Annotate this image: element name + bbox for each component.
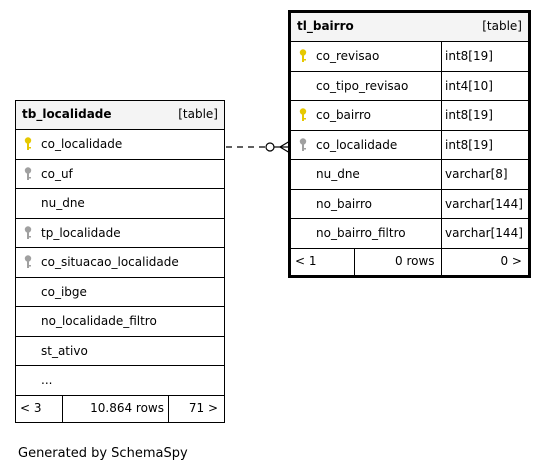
column-name: ...: [41, 373, 53, 387]
table-type-label: [table]: [178, 107, 218, 121]
column-type: int8[19]: [445, 108, 493, 122]
column-row[interactable]: nu_dne: [16, 189, 224, 219]
table-footer: < 3 10.864 rows 71 >: [16, 395, 224, 422]
column-row[interactable]: st_ativo: [16, 337, 224, 366]
column-row[interactable]: co_situacao_localidade: [16, 248, 224, 278]
generated-by-label: Generated by SchemaSpy: [18, 446, 188, 461]
optional-cardinality-circle: [265, 142, 275, 152]
column-row[interactable]: tp_localidade: [16, 219, 224, 248]
table-header: tb_localidade [table]: [16, 101, 224, 130]
column-name: co_ibge: [41, 284, 87, 299]
column-name: co_bairro: [316, 108, 371, 122]
column-row[interactable]: co_localidade: [16, 130, 224, 160]
table-header: tl_bairro [table]: [291, 13, 528, 42]
column-type: int4[10]: [445, 78, 493, 93]
column-type: int8[19]: [445, 137, 493, 152]
column-name: co_localidade: [41, 137, 123, 151]
primary-key-icon: [299, 49, 307, 62]
column-row[interactable]: co_bairro int8[19]: [291, 101, 528, 131]
table-name: tl_bairro: [297, 19, 354, 33]
index-key-icon: [24, 166, 32, 180]
primary-key-icon: [299, 108, 307, 121]
column-type: varchar[8]: [445, 167, 508, 181]
column-row[interactable]: no_bairro varchar[144]: [291, 189, 528, 219]
column-name: st_ativo: [41, 343, 88, 358]
column-name: nu_dne: [41, 196, 85, 210]
index-key-icon: [24, 225, 32, 239]
column-row[interactable]: co_localidade int8[19]: [291, 130, 528, 160]
crowfoot-many-marker: [278, 140, 291, 154]
column-name: co_uf: [41, 166, 73, 181]
column-name: co_revisao: [316, 49, 380, 63]
column-row[interactable]: no_localidade_filtro: [16, 307, 224, 337]
children-count[interactable]: 71 >: [188, 400, 218, 415]
column-type: varchar[144]: [445, 226, 523, 240]
column-row[interactable]: co_ibge: [16, 278, 224, 307]
column-type: int8[19]: [445, 49, 493, 63]
table-footer: < 1 0 rows 0 >: [291, 248, 528, 275]
primary-key-icon: [24, 137, 32, 150]
column-row[interactable]: no_bairro_filtro varchar[144]: [291, 219, 528, 249]
table-tl-bairro[interactable]: tl_bairro [table] co_revisao int8[19] co_t…: [288, 10, 531, 278]
column-name: co_localidade: [316, 137, 398, 152]
column-name: tp_localidade: [41, 225, 121, 240]
children-count[interactable]: 0 >: [500, 253, 522, 268]
column-name: co_tipo_revisao: [316, 78, 409, 93]
table-type-label: [table]: [482, 19, 522, 33]
column-row[interactable]: ...: [16, 366, 224, 396]
index-key-icon: [299, 137, 307, 151]
column-name: no_localidade_filtro: [41, 314, 157, 328]
table-name: tb_localidade: [22, 107, 112, 121]
column-name: co_situacao_localidade: [41, 255, 179, 269]
row-count: 10.864 rows: [90, 400, 164, 415]
column-row[interactable]: co_revisao int8[19]: [291, 42, 528, 72]
column-row[interactable]: co_uf: [16, 160, 224, 189]
parents-count[interactable]: < 1: [295, 253, 317, 268]
column-row[interactable]: co_tipo_revisao int4[10]: [291, 71, 528, 101]
column-name: nu_dne: [316, 167, 360, 181]
column-name: no_bairro: [316, 196, 372, 211]
column-row[interactable]: nu_dne varchar[8]: [291, 160, 528, 190]
row-count: 0 rows: [395, 253, 435, 268]
parents-count[interactable]: < 3: [20, 400, 42, 415]
table-tb-localidade[interactable]: tb_localidade [table] co_localidade co_uf…: [15, 100, 225, 423]
index-key-icon: [24, 255, 32, 268]
column-name: no_bairro_filtro: [316, 226, 406, 240]
column-type: varchar[144]: [445, 196, 523, 211]
